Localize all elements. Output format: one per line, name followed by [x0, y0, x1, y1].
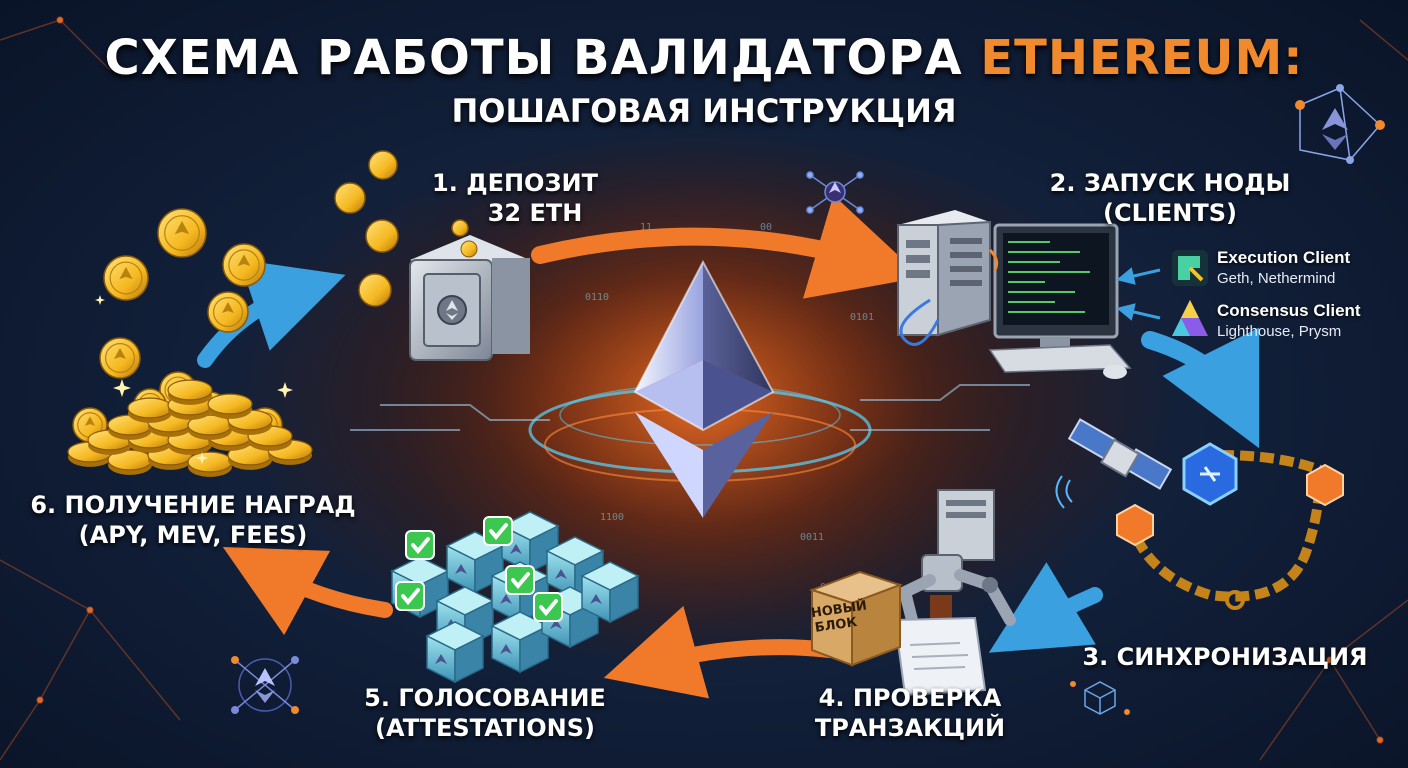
- ethereum-logo-icon: [633, 259, 775, 518]
- step-verify-line2: ТРАНЗАКЦИЙ: [814, 714, 1006, 742]
- coin: [222, 243, 266, 287]
- arrow-deposit-to-node: [531, 194, 922, 299]
- title-accent: ETHEREUM:: [980, 30, 1304, 86]
- execution-client-sub: Geth, Nethermind: [1217, 270, 1336, 287]
- network-cube-icon: [1070, 681, 1130, 715]
- network-eth-icon: [1295, 84, 1385, 164]
- coins-icon: [67, 208, 313, 477]
- step-vote-label: 5. ГОЛОСОВАНИЕ (ATTESTATIONS): [345, 683, 625, 743]
- robot-arm-icon: [897, 489, 1016, 632]
- sparkle-icon: [196, 452, 208, 464]
- consensus-client-icon: [1172, 300, 1208, 336]
- client-connectors: [1116, 267, 1161, 321]
- step-verify-line1: 4. ПРОВЕРКА: [818, 684, 1002, 712]
- document-icon: [893, 616, 987, 697]
- blocks-icon: [390, 511, 640, 684]
- coin: [207, 393, 253, 419]
- step-sync-line1: 3. СИНХРОНИЗАЦИЯ: [1082, 643, 1368, 671]
- coin: [187, 451, 233, 477]
- coin: [127, 397, 173, 423]
- new-block-box-icon: [808, 570, 904, 667]
- step-sync-label: 3. СИНХРОНИЗАЦИЯ: [1080, 642, 1370, 672]
- svg-text:1100: 1100: [600, 512, 624, 523]
- vote-block: [425, 621, 485, 684]
- sparkle-icons: [95, 295, 293, 464]
- circuit-lines: [350, 384, 1030, 431]
- background-network: [0, 16, 1408, 761]
- svg-text:0101: 0101: [850, 312, 874, 323]
- arrow-sync-to-verify: [988, 562, 1103, 653]
- coin: [167, 379, 213, 405]
- page-subtitle: ПОШАГОВАЯ ИНСТРУКЦИЯ: [451, 92, 957, 130]
- consensus-client-name: Consensus Client: [1217, 301, 1361, 320]
- execution-client-icon: [1172, 250, 1208, 286]
- sparkle-icon: [113, 379, 131, 397]
- safe-icon: [409, 235, 530, 361]
- step-node-line2: (CLIENTS): [1103, 199, 1237, 227]
- checkmark-icon: [395, 581, 425, 611]
- chain-icon: [1116, 442, 1344, 610]
- checkmark-icon: [483, 516, 513, 546]
- step-node-label: 2. ЗАПУСК НОДЫ (CLIENTS): [1040, 168, 1300, 228]
- coin: [157, 208, 207, 258]
- step-deposit-line2: 32 ETH: [487, 199, 583, 227]
- step-node-line1: 2. ЗАПУСК НОДЫ: [1049, 169, 1291, 197]
- checkmark-icon: [533, 592, 563, 622]
- falling-coins: [334, 150, 469, 307]
- svg-text:0011: 0011: [800, 532, 824, 543]
- execution-client-info: Execution Client Geth, Nethermind: [1217, 248, 1350, 287]
- svg-text:00: 00: [760, 222, 772, 233]
- svg-text:0110: 0110: [585, 292, 609, 303]
- vote-block: [500, 511, 560, 574]
- satellite-icon: [1055, 418, 1173, 509]
- svg-text:11: 11: [640, 222, 652, 233]
- arrow-verify-to-vote: [603, 605, 838, 699]
- coin: [103, 255, 149, 301]
- sparkle-icon: [95, 295, 105, 305]
- checkmark-icon: [405, 530, 435, 560]
- step-rewards-line1: 6. ПОЛУЧЕНИЕ НАГРАД: [30, 491, 356, 519]
- network-eth-icon: [231, 656, 299, 714]
- cycle-arrows: [197, 194, 1260, 699]
- vote-block: [580, 561, 640, 624]
- network-eth-icon: [806, 171, 864, 214]
- coin: [207, 291, 249, 333]
- arrow-vote-to-rewards: [222, 547, 393, 636]
- execution-client-name: Execution Client: [1217, 248, 1351, 267]
- coin: [99, 337, 141, 379]
- step-deposit-label: 1. ДЕПОЗИТ 32 ETH: [425, 168, 605, 228]
- sparkle-icon: [277, 382, 293, 398]
- coin: [227, 444, 273, 470]
- consensus-client-sub: Lighthouse, Prysm: [1217, 323, 1342, 340]
- step-rewards-line2: (APY, MEV, FEES): [78, 521, 308, 549]
- page-title: СХЕМА РАБОТЫ ВАЛИДАТОРА ETHEREUM:: [0, 30, 1408, 86]
- step-rewards-label: 6. ПОЛУЧЕНИЕ НАГРАД (APY, MEV, FEES): [28, 490, 358, 550]
- new-block-box-label: НОВЫЙ БЛОК: [810, 599, 868, 636]
- step-vote-line2: (ATTESTATIONS): [375, 714, 595, 742]
- step-vote-line1: 5. ГОЛОСОВАНИЕ: [364, 684, 606, 712]
- consensus-client-info: Consensus Client Lighthouse, Prysm: [1217, 301, 1361, 340]
- title-main: СХЕМА РАБОТЫ ВАЛИДАТОРА: [104, 30, 963, 86]
- arrow-node-to-sync: [1141, 327, 1260, 449]
- checkmark-icon: [505, 565, 535, 595]
- computer-icon: [897, 210, 1132, 379]
- coin: [187, 414, 233, 440]
- step-verify-label: 4. ПРОВЕРКА ТРАНЗАКЦИЙ: [810, 683, 1010, 743]
- checkmark-icons: [395, 516, 563, 622]
- step-deposit-line1: 1. ДЕПОЗИТ: [432, 169, 598, 197]
